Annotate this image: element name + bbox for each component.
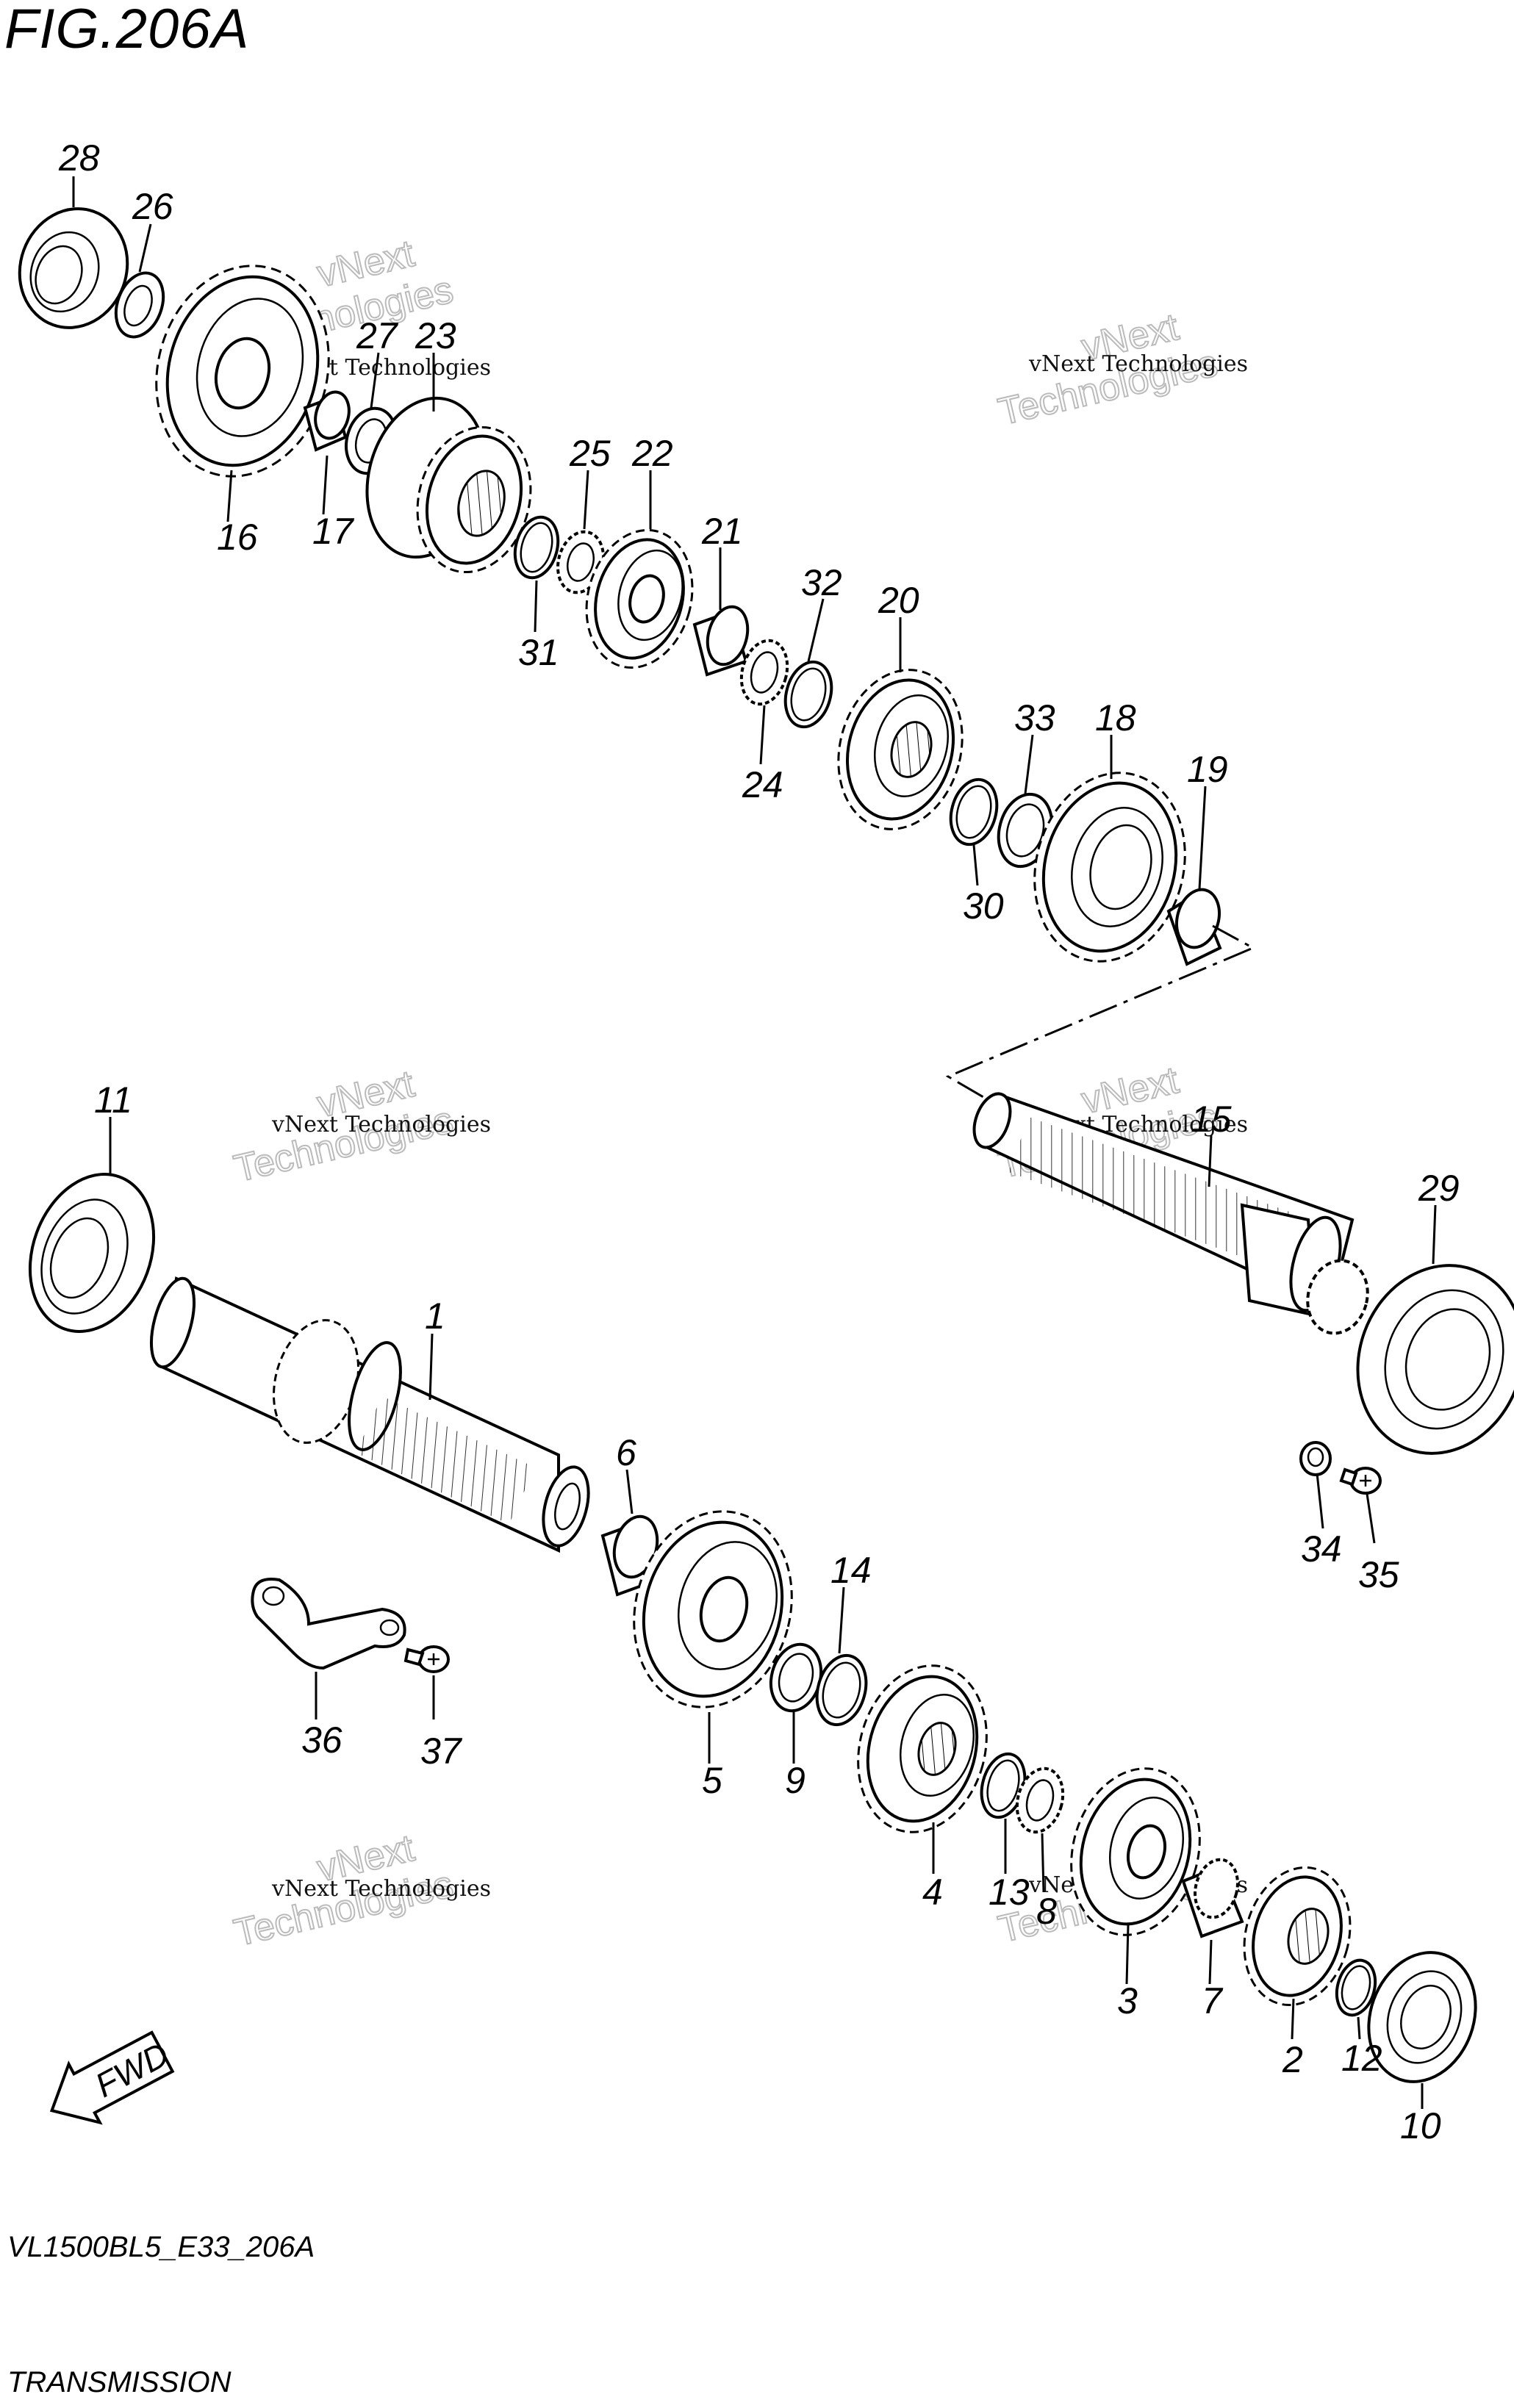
callout-14: 14	[830, 1550, 872, 1591]
part-37-screw	[403, 1645, 450, 1673]
part-1-mainshaft	[150, 1276, 590, 1553]
callout-12: 12	[1341, 2038, 1382, 2079]
watermark-text: vNext Technologies	[271, 1876, 491, 1902]
part-8-washer	[1015, 1767, 1065, 1834]
callout-21: 21	[701, 511, 743, 552]
callout-18: 18	[1095, 697, 1136, 738]
callout-6: 6	[616, 1432, 636, 1473]
callout-32: 32	[801, 562, 842, 603]
watermark-text: vNext Technologies	[1028, 351, 1248, 377]
part-34-pin	[1299, 1441, 1332, 1476]
part-12-circlip	[1335, 1958, 1377, 2017]
callout-34: 34	[1301, 1528, 1342, 1570]
part-10-bearing	[1367, 1951, 1477, 2083]
callout-29: 29	[1418, 1168, 1460, 1209]
part-4-gear	[857, 1664, 988, 1833]
part-20-gear	[837, 669, 964, 830]
watermark-text: vNext Technologies	[271, 1112, 491, 1137]
callout-13: 13	[989, 1872, 1030, 1913]
part-15-shaft	[972, 1092, 1369, 1335]
callout-20: 20	[878, 580, 919, 621]
callout-16: 16	[217, 517, 258, 558]
diagram-subtitle: TRANSMISSION	[7, 2366, 232, 2398]
part-36-bracket	[251, 1578, 406, 1670]
callout-33: 33	[1014, 697, 1055, 738]
callout-30: 30	[963, 885, 1004, 927]
part-32-circlip	[783, 660, 833, 729]
diagram-code: VL1500BL5_E33_206A	[7, 2231, 315, 2263]
part-16-gear	[155, 265, 330, 478]
callout-28: 28	[58, 137, 100, 179]
callout-25: 25	[569, 433, 611, 474]
part-11-bearing	[28, 1173, 156, 1333]
callout-7: 7	[1202, 1980, 1224, 2021]
callout-3: 3	[1117, 1980, 1138, 2021]
callout-8: 8	[1036, 1891, 1057, 1932]
part-22-gear	[585, 528, 694, 669]
callout-2: 2	[1282, 2039, 1303, 2080]
part-9-washer	[769, 1642, 823, 1713]
callout-36: 36	[301, 1719, 342, 1761]
part-7-bushing	[1181, 1858, 1244, 1938]
callout-11: 11	[94, 1079, 132, 1121]
part-18-gear	[1033, 772, 1186, 963]
part-5-gear	[633, 1510, 793, 1708]
part-2-gear	[1243, 1866, 1352, 2007]
callout-37: 37	[420, 1730, 463, 1772]
leader-lines	[72, 176, 1437, 2109]
callout-1: 1	[425, 1295, 445, 1337]
part-30-circlip	[949, 777, 999, 847]
part-14-circlip	[815, 1653, 868, 1727]
callout-24: 24	[742, 764, 783, 805]
callout-10: 10	[1400, 2105, 1441, 2146]
callout-22: 22	[631, 433, 673, 474]
callout-17: 17	[312, 511, 355, 552]
part-19-bushing	[1166, 888, 1222, 966]
callout-labels: 28 26 27 23 16 17 25 22 21 31 32 20 24 3…	[58, 137, 1460, 2146]
callout-5: 5	[702, 1760, 722, 1801]
callout-27: 27	[356, 315, 399, 356]
shaft-link-line	[945, 924, 1256, 1104]
callout-9: 9	[785, 1760, 806, 1801]
part-29-bearing	[1356, 1264, 1514, 1455]
callout-4: 4	[922, 1872, 943, 1913]
part-24-washer	[739, 639, 789, 706]
callout-35: 35	[1358, 1554, 1399, 1595]
part-31-circlip	[513, 515, 560, 580]
part-23-gear	[365, 396, 532, 574]
callout-15: 15	[1191, 1099, 1232, 1140]
part-21-bushing	[692, 605, 750, 677]
part-26-washer	[114, 271, 165, 339]
part-17-bushing	[303, 390, 351, 452]
callout-26: 26	[132, 186, 173, 227]
callout-23: 23	[415, 315, 456, 356]
watermark: vNext Technologies	[994, 305, 1222, 434]
callout-31: 31	[518, 632, 559, 673]
fwd-arrow-icon: FWD	[49, 2030, 175, 2125]
part-35-screw	[1339, 1467, 1382, 1495]
callout-19: 19	[1187, 749, 1228, 790]
part-28-bearing	[18, 207, 129, 329]
part-3-gear	[1070, 1767, 1201, 1936]
figure-title: FIG.206A	[4, 0, 250, 60]
